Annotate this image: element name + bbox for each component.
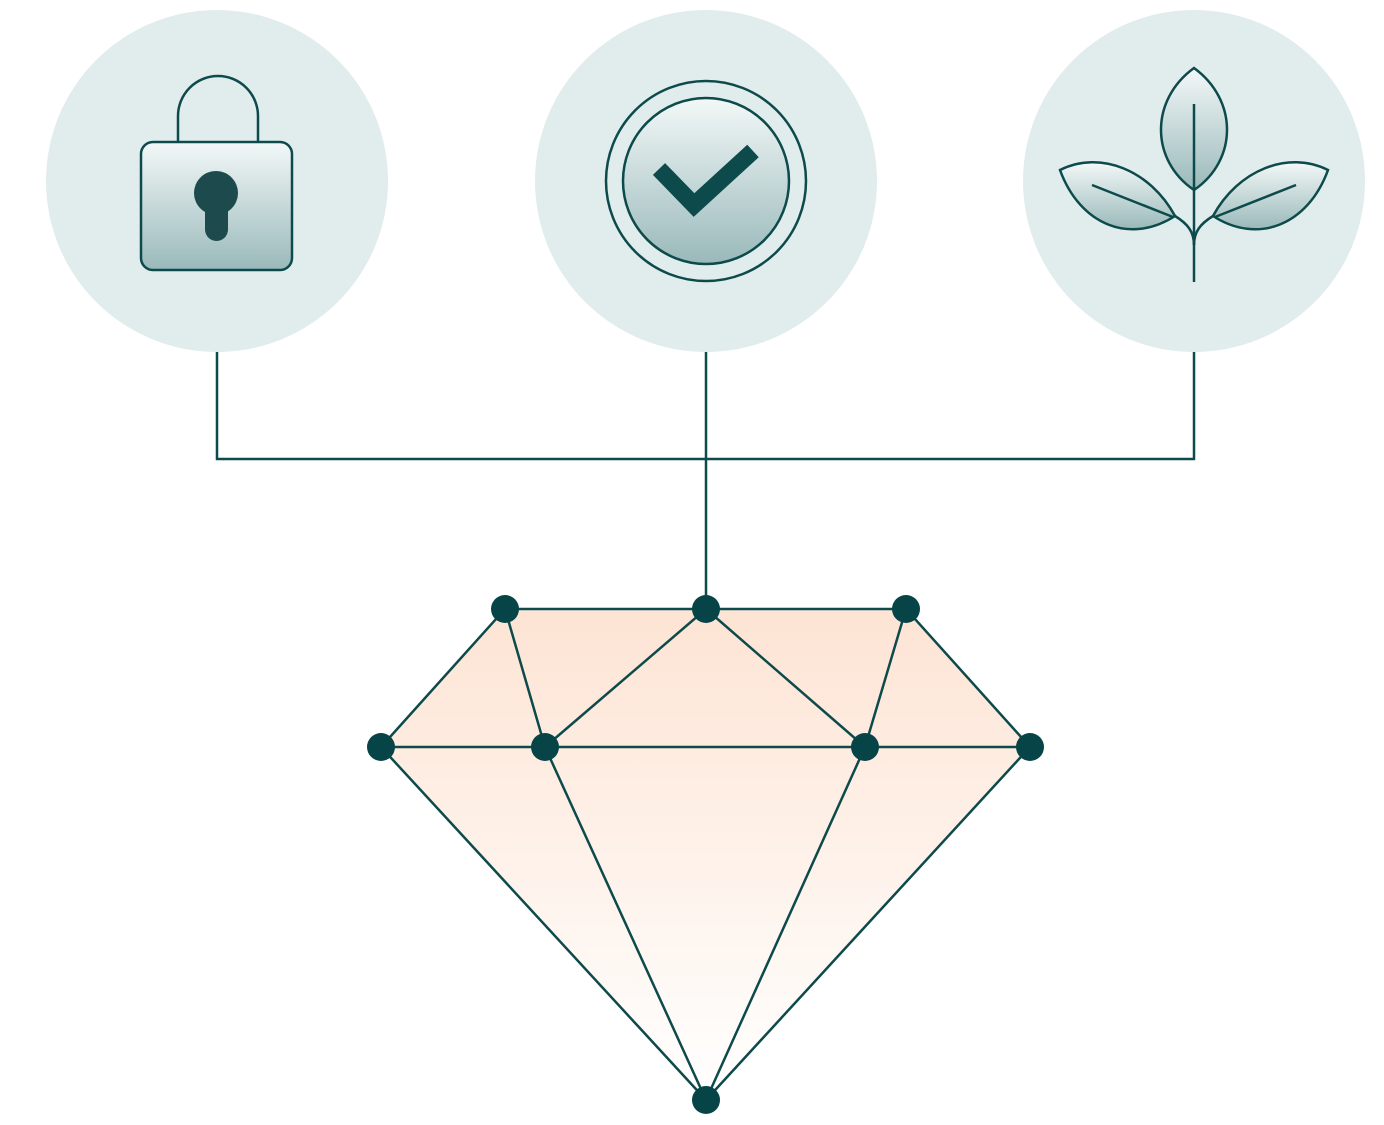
lock-icon — [139, 74, 294, 272]
gem-node — [1016, 733, 1044, 761]
gem-node — [367, 733, 395, 761]
connector-left — [215, 352, 706, 461]
gem-node — [892, 595, 920, 623]
gem-node — [851, 733, 879, 761]
gem-body — [381, 609, 1030, 1100]
diamond-icon — [367, 595, 1044, 1114]
gem-edges — [379, 607, 1032, 1102]
gem-node — [692, 595, 720, 623]
gem-node — [531, 733, 559, 761]
checkmark-badge-icon — [604, 79, 808, 283]
gem-node — [692, 1086, 720, 1114]
plant-sprout-icon — [1058, 66, 1330, 282]
gem-nodes — [367, 595, 1044, 1114]
gem-node — [491, 595, 519, 623]
connector-right — [706, 352, 1196, 461]
connector-lines — [215, 352, 1196, 609]
